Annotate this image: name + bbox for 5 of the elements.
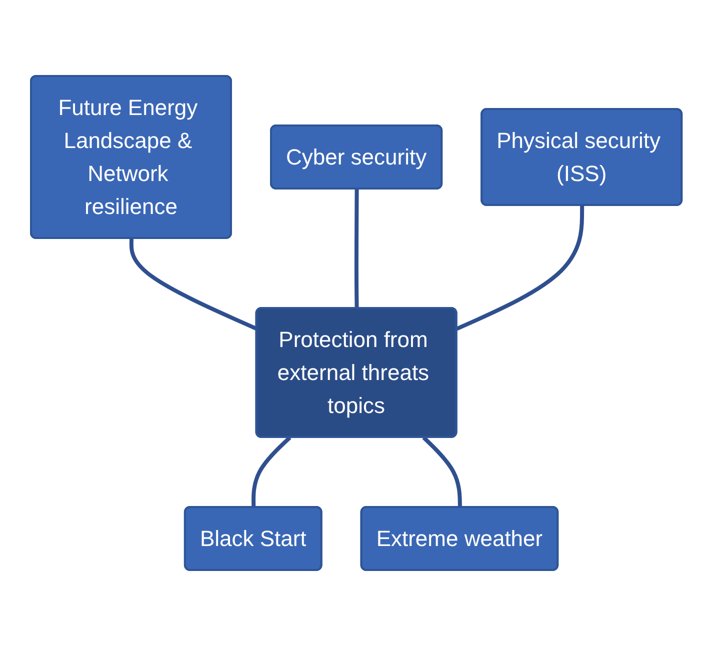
connector — [354, 188, 358, 309]
connector — [422, 436, 462, 508]
connector — [251, 436, 291, 508]
connector — [456, 205, 584, 331]
connector — [129, 238, 258, 331]
